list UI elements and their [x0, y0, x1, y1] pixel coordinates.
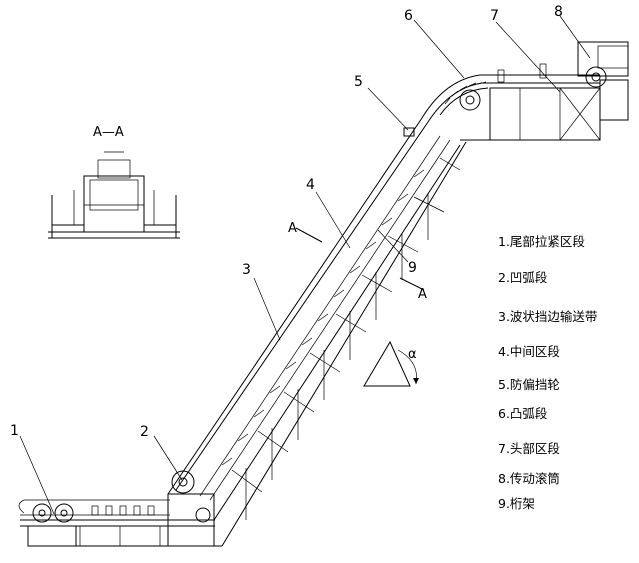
callout-5: 5 — [354, 74, 363, 90]
callout-3: 3 — [242, 262, 251, 278]
legend-item-6: 6.凸弧段 — [498, 406, 547, 421]
legend-item-9: 9.桁架 — [498, 496, 535, 511]
legend-item-3: 3.波状挡边输送带 — [498, 309, 597, 324]
section-view-aa: A—A — [48, 125, 180, 239]
section-mark-upper: A — [288, 221, 297, 236]
legend-item-7: 7.头部区段 — [498, 441, 560, 456]
section-cut-marks: A A — [288, 221, 427, 302]
angle-indicator: α — [363, 340, 419, 387]
legend-item-2: 2.凹弧段 — [498, 270, 547, 285]
callout-4: 4 — [306, 177, 315, 193]
legend-item-1: 1.尾部拉紧区段 — [498, 234, 585, 249]
tail-section — [18, 499, 215, 547]
concave-section — [167, 470, 215, 547]
section-mark-lower: A — [418, 287, 427, 302]
legend-item-4: 4.中间区段 — [498, 344, 560, 359]
callouts: 1 2 3 4 5 6 7 8 9 — [10, 4, 591, 515]
legend-item-8: 8.传动滚筒 — [498, 471, 560, 486]
callout-7: 7 — [490, 8, 499, 24]
callout-8: 8 — [554, 4, 563, 20]
angle-symbol: α — [408, 347, 417, 362]
legend-item-5: 5.防偏挡轮 — [498, 377, 560, 392]
parts-legend: 1.尾部拉紧区段 2.凹弧段 3.波状挡边输送带 4.中间区段 5.防偏挡轮 6… — [498, 234, 597, 511]
callout-6: 6 — [404, 8, 413, 24]
callout-1: 1 — [10, 423, 19, 439]
head-section — [460, 41, 629, 141]
callout-2: 2 — [140, 424, 149, 440]
convex-section — [439, 81, 489, 116]
callout-9: 9 — [408, 260, 417, 276]
section-title: A—A — [93, 125, 124, 140]
